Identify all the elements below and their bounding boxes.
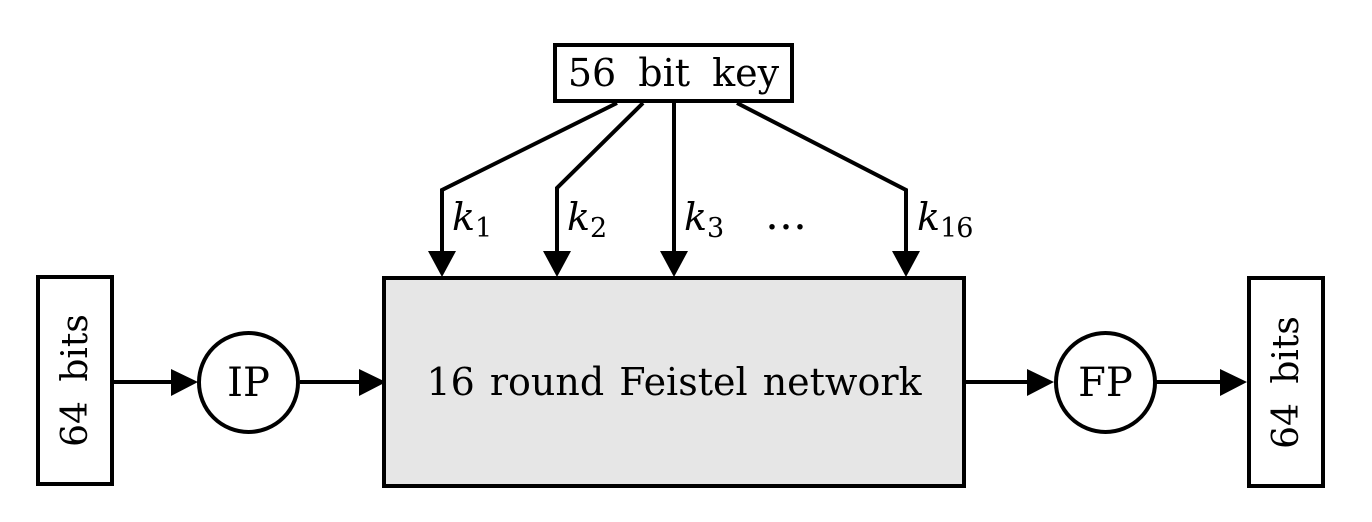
arrow-feistel-to-fp [964, 369, 1054, 396]
input-bits-box: 64 bits [36, 275, 114, 486]
subkey-ellipsis: … [765, 190, 809, 239]
initial-permutation-label: IP [227, 359, 270, 406]
subkey-label-k3: k3 [684, 195, 724, 244]
input-bits-label: 64 bits [54, 314, 96, 447]
subkey-label-k1: k1 [452, 195, 492, 244]
subkey-arrow-k1 [428, 101, 618, 277]
key-box-label: 56 bit key [567, 51, 780, 95]
arrow-ip-to-feistel [300, 369, 386, 396]
arrow-fp-to-output [1156, 369, 1247, 396]
subkey-label-k2: k2 [567, 195, 607, 244]
output-bits-box: 64 bits [1247, 276, 1325, 488]
subkey-arrow-k16 [736, 101, 920, 277]
subkey-label-k16: k16 [917, 195, 973, 244]
feistel-network-box: 16 round Feistel network [382, 276, 966, 488]
feistel-network-label: 16 round Feistel network [426, 360, 922, 404]
final-permutation-label: FP [1078, 359, 1133, 406]
final-permutation-node: FP [1054, 331, 1157, 434]
key-box: 56 bit key [553, 43, 794, 103]
output-bits-label: 64 bits [1265, 315, 1307, 449]
subkey-arrow-k3 [660, 103, 688, 277]
initial-permutation-node: IP [197, 331, 300, 434]
subkey-arrow-k2 [543, 101, 645, 277]
arrow-input-to-ip [113, 369, 198, 396]
